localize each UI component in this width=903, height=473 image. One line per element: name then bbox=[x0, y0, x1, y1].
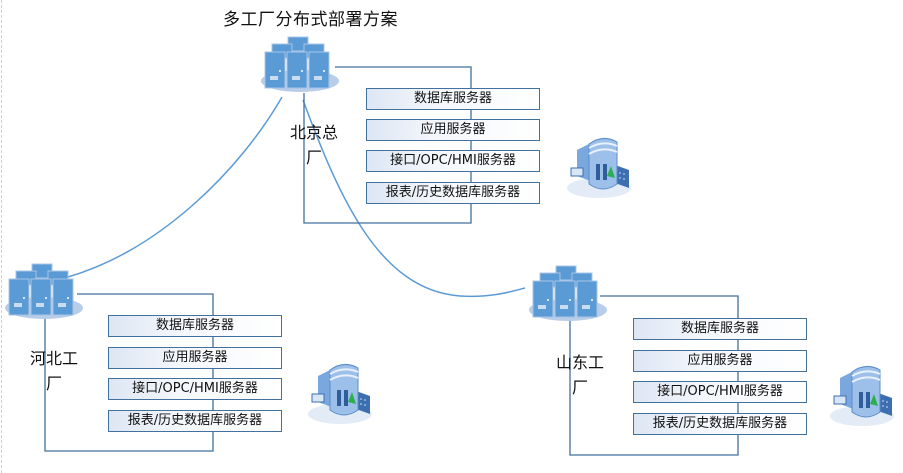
server-cluster-icon bbox=[529, 265, 607, 321]
office-building-icon bbox=[567, 138, 631, 198]
server-box-interface[interactable]: 接口/OPC/HMI服务器 bbox=[633, 381, 807, 403]
server-box-application[interactable]: 应用服务器 bbox=[633, 350, 807, 372]
server-box-interface[interactable]: 接口/OPC/HMI服务器 bbox=[366, 150, 540, 172]
shandong-connector bbox=[569, 295, 739, 456]
server-box-report-history[interactable]: 报表/历史数据库服务器 bbox=[366, 182, 540, 204]
office-building-icon bbox=[308, 364, 372, 424]
site-label-line: 北京总 bbox=[289, 123, 338, 142]
server-box-application[interactable]: 应用服务器 bbox=[366, 119, 540, 141]
server-box-report-history[interactable]: 报表/历史数据库服务器 bbox=[108, 410, 282, 432]
site-label-line: 厂 bbox=[45, 374, 62, 393]
site-label-hebei: 河北工 厂 bbox=[28, 346, 80, 396]
link-beijing-shandong bbox=[302, 99, 526, 298]
server-cluster-icon bbox=[5, 263, 83, 319]
hebei-connector bbox=[44, 293, 214, 452]
page-edge-divider bbox=[1, 0, 2, 473]
link-beijing-hebei bbox=[67, 96, 283, 278]
site-label-line: 厂 bbox=[571, 378, 588, 397]
server-box-database[interactable]: 数据库服务器 bbox=[366, 88, 540, 110]
beijing-connector bbox=[303, 66, 472, 224]
site-label-line: 厂 bbox=[305, 148, 322, 167]
server-cluster-icon bbox=[261, 36, 339, 92]
site-label-line: 山东工 bbox=[555, 353, 604, 372]
diagram-title: 多工厂分布式部署方案 bbox=[223, 10, 398, 30]
server-box-report-history[interactable]: 报表/历史数据库服务器 bbox=[633, 413, 807, 435]
server-box-application[interactable]: 应用服务器 bbox=[108, 347, 282, 369]
site-label-beijing: 北京总 厂 bbox=[288, 120, 340, 170]
server-box-interface[interactable]: 接口/OPC/HMI服务器 bbox=[108, 378, 282, 400]
site-label-line: 河北工 bbox=[29, 349, 78, 368]
office-building-icon bbox=[830, 366, 894, 426]
site-label-shandong: 山东工 厂 bbox=[554, 350, 606, 400]
server-box-database[interactable]: 数据库服务器 bbox=[108, 315, 282, 337]
server-box-database[interactable]: 数据库服务器 bbox=[633, 318, 807, 340]
